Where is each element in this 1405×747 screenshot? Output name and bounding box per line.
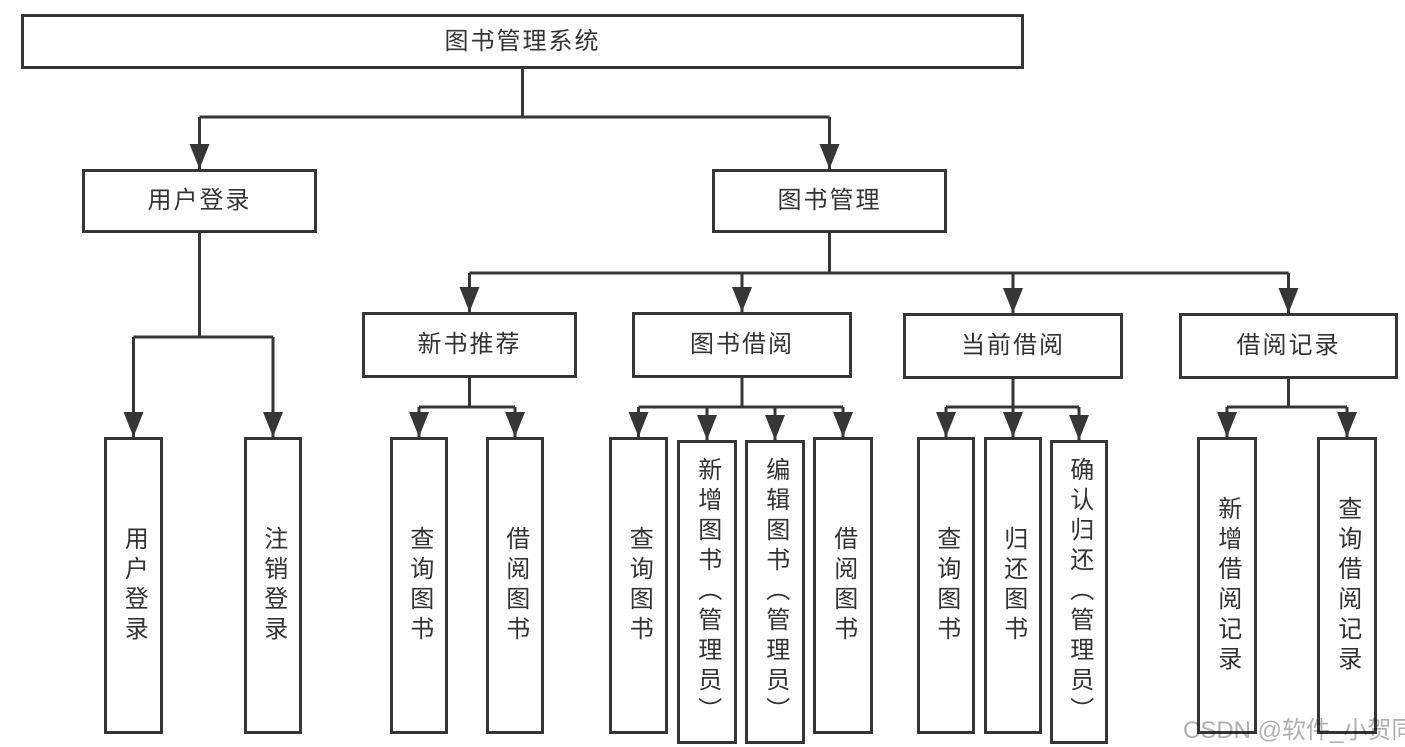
node-label: 查询图书 bbox=[625, 525, 653, 646]
node-label: 图书借阅 bbox=[690, 331, 794, 359]
leaf-borrow-books: 借阅图书 bbox=[813, 437, 873, 734]
leaf-logout: 注销登录 bbox=[244, 437, 302, 734]
node-label: 新书推荐 bbox=[417, 331, 522, 359]
leaf-query-books-borrow: 查询图书 bbox=[609, 437, 668, 734]
leaf-query-books-current: 查询图书 bbox=[917, 437, 975, 734]
leaf-query-borrow-record: 查询借阅记录 bbox=[1317, 437, 1377, 734]
node-label: 用户登录 bbox=[147, 187, 252, 215]
leaf-add-books-admin: 新增图书（管理员） bbox=[677, 440, 737, 744]
node-current-borrowing: 当前借阅 bbox=[903, 313, 1123, 379]
node-label: 查询图书 bbox=[932, 525, 960, 646]
node-user-login: 用户登录 bbox=[82, 169, 317, 233]
node-label: 借阅图书 bbox=[829, 525, 857, 646]
node-book-management: 图书管理 bbox=[712, 169, 947, 233]
leaf-confirm-return-admin: 确认归还（管理员） bbox=[1050, 440, 1108, 744]
node-label: 用户登录 bbox=[120, 525, 148, 646]
node-book-borrowing: 图书借阅 bbox=[632, 312, 852, 378]
leaf-add-borrow-record: 新增借阅记录 bbox=[1197, 437, 1257, 734]
leaf-return-books: 归还图书 bbox=[984, 437, 1042, 734]
leaf-user-login: 用户登录 bbox=[104, 437, 163, 734]
leaf-edit-books-admin: 编辑图书（管理员） bbox=[745, 440, 805, 744]
node-label: 借阅记录 bbox=[1236, 332, 1341, 360]
node-label: 查询借阅记录 bbox=[1333, 495, 1361, 676]
leaf-query-books-recommend: 查询图书 bbox=[390, 437, 448, 734]
node-label: 图书管理系统 bbox=[444, 27, 601, 55]
node-label: 归还图书 bbox=[999, 525, 1027, 646]
leaf-borrow-books-recommend: 借阅图书 bbox=[486, 437, 544, 734]
node-label: 注销登录 bbox=[259, 525, 287, 646]
node-label: 查询图书 bbox=[405, 525, 433, 646]
node-new-book-recommendation: 新书推荐 bbox=[362, 312, 577, 378]
node-label: 新增借阅记录 bbox=[1213, 495, 1241, 676]
node-label: 图书管理 bbox=[777, 187, 882, 215]
node-label: 确认归还（管理员） bbox=[1065, 457, 1093, 727]
csdn-watermark: CSDN @软件_小贺同学 bbox=[1183, 717, 1405, 744]
node-label: 借阅图书 bbox=[501, 525, 529, 646]
node-label: 新增图书（管理员） bbox=[693, 457, 721, 727]
node-library-management-system: 图书管理系统 bbox=[21, 14, 1024, 69]
node-label: 编辑图书（管理员） bbox=[761, 457, 789, 727]
node-label: 当前借阅 bbox=[961, 332, 1065, 360]
node-borrowing-records: 借阅记录 bbox=[1179, 313, 1398, 379]
